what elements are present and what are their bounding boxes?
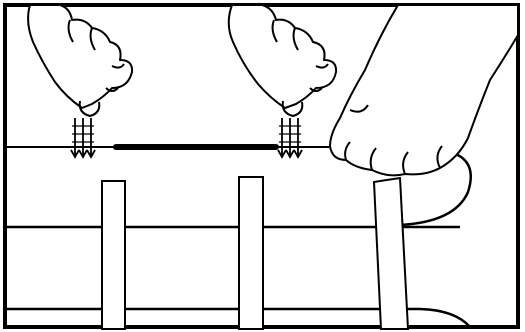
post-middle: [239, 177, 263, 329]
post-left: [102, 181, 125, 329]
down-arrows-icon: [71, 118, 95, 157]
down-arrows-icon-2: [278, 118, 302, 157]
